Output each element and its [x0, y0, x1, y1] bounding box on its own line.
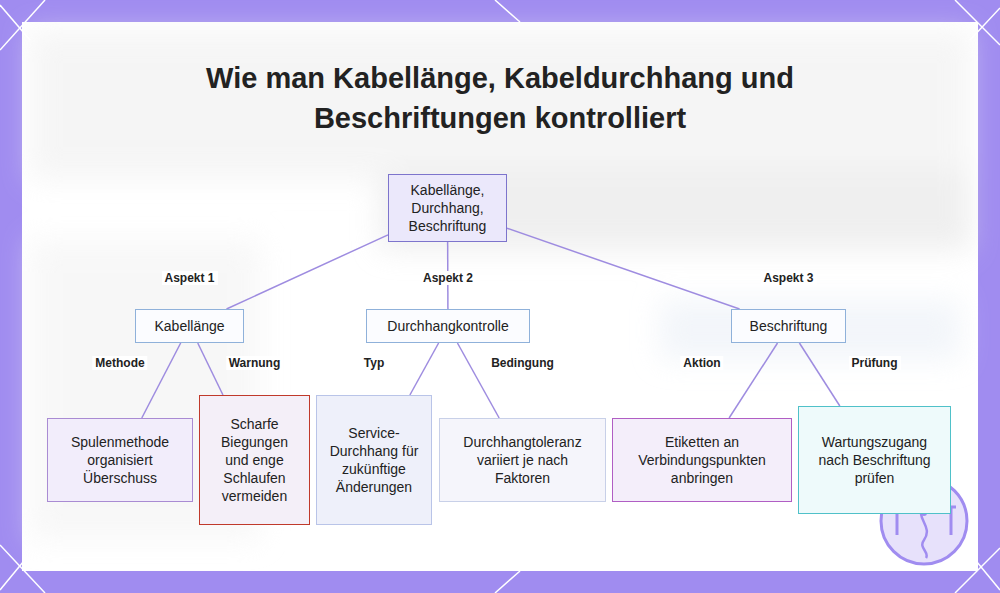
warning-box: Scharfe Biegungen und enge Schlaufen ver…	[199, 395, 310, 525]
node-text: Etiketten an Verbindungspunkten anbringe…	[621, 433, 783, 487]
edge-label: Typ	[361, 356, 387, 370]
diagram-title: Wie man Kabellänge, Kabeldurchhang und B…	[190, 58, 810, 138]
connector	[142, 343, 181, 418]
connector	[507, 228, 740, 309]
node-text: Durchhangkontrolle	[387, 317, 508, 335]
check-box: Wartungszugang nach Beschriftung prüfen	[798, 406, 951, 514]
blurred-backdrop	[30, 30, 970, 540]
edge-label: Bedingung	[488, 356, 557, 370]
aspect-box: Beschriftung	[731, 309, 846, 343]
connector	[457, 343, 499, 418]
condition-box: Durchhangtoleranz variiert je nach Fakto…	[439, 418, 606, 502]
node-text: Spulenmethode organisiert Überschuss	[56, 433, 184, 487]
aspect-box: Durchhangkontrolle	[366, 309, 530, 343]
method-box: Spulenmethode organisiert Überschuss	[47, 418, 193, 502]
node-text: Beschriftung	[750, 317, 828, 335]
edge-label: Aktion	[680, 356, 723, 370]
edge-label: Prüfung	[849, 356, 901, 370]
edge-label: Warnung	[226, 356, 284, 370]
node-text: Kabellänge, Durchhang, Beschriftung	[397, 181, 498, 235]
node-text: Scharfe Biegungen und enge Schlaufen ver…	[208, 415, 301, 505]
root-box: Kabellänge, Durchhang, Beschriftung	[388, 174, 507, 242]
connector	[410, 343, 439, 395]
edge-label: Methode	[92, 356, 147, 370]
node-text: Kabellänge	[154, 317, 224, 335]
connector	[198, 343, 223, 395]
edge-label: Aspekt 1	[161, 271, 217, 285]
connector	[799, 343, 839, 406]
edge-label: Aspekt 2	[420, 271, 476, 285]
node-text: Wartungszugang nach Beschriftung prüfen	[807, 433, 942, 487]
type-box: Service-Durchhang für zukünftige Änderun…	[316, 395, 432, 525]
action-box: Etiketten an Verbindungspunkten anbringe…	[612, 418, 792, 502]
node-text: Service-Durchhang für zukünftige Änderun…	[325, 424, 423, 496]
aspect-box: Kabellänge	[135, 309, 244, 343]
node-text: Durchhangtoleranz variiert je nach Fakto…	[448, 433, 597, 487]
connector	[729, 343, 777, 418]
edge-label: Aspekt 3	[760, 271, 816, 285]
connector	[227, 235, 388, 309]
